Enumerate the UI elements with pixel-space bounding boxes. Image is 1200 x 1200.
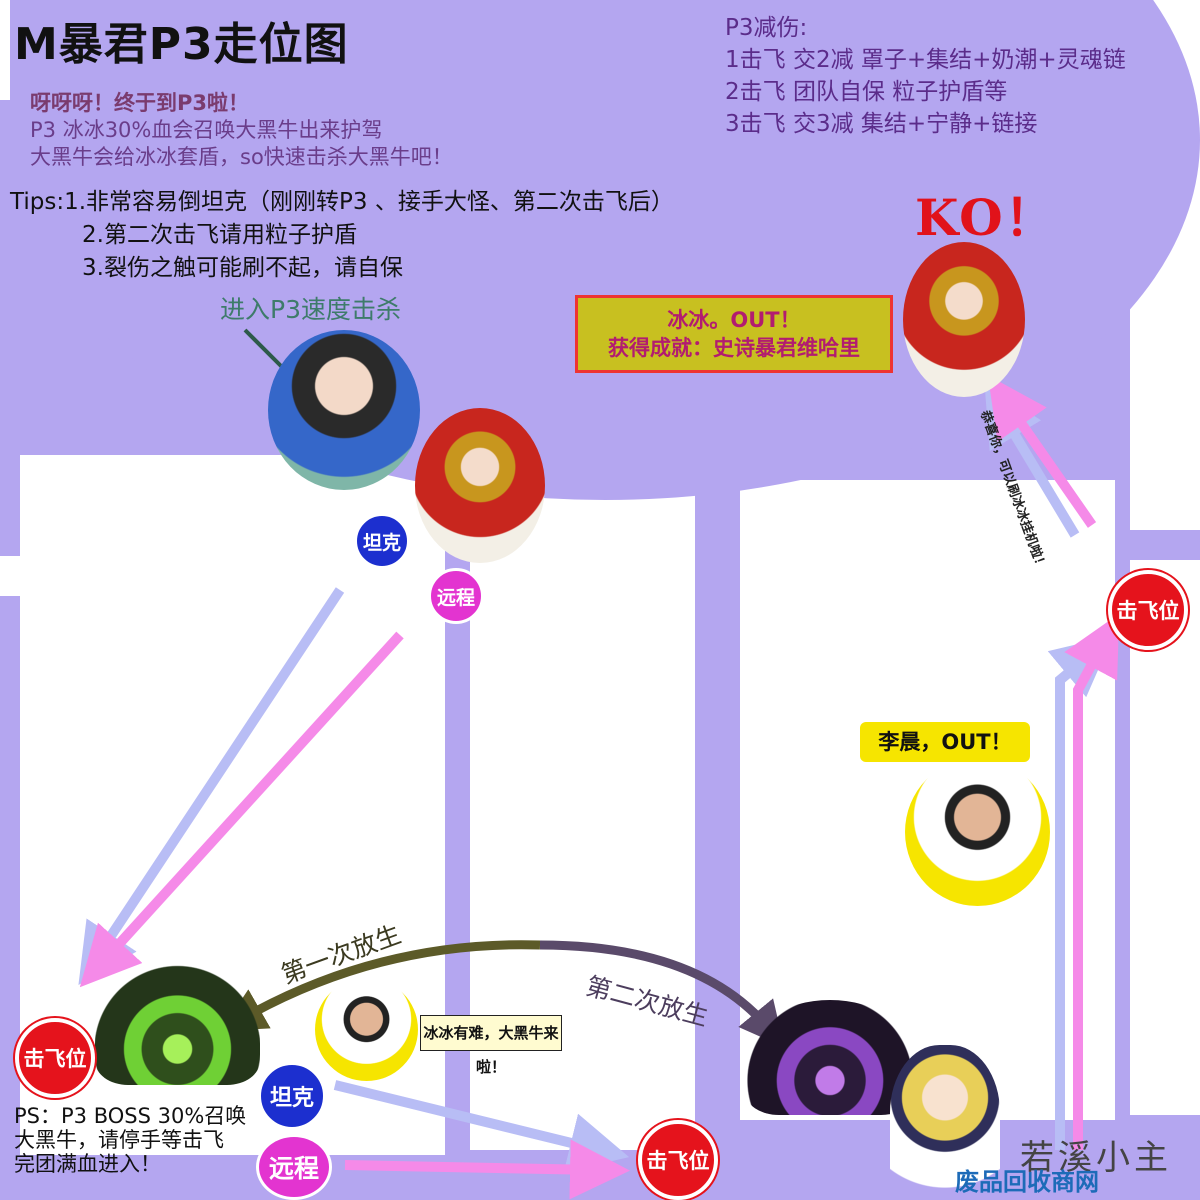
tank-badge-top: 坦克 <box>354 513 410 569</box>
top-left-corner <box>0 0 10 100</box>
intro-line-3: 大黑牛会给冰冰套盾，so快速击杀大黑牛吧！ <box>30 145 453 169</box>
ranged-badge-bottom-label: 远程 <box>268 1154 319 1183</box>
defeat-callout: 冰冰。OUT！ 获得成就：史诗暴君维哈里 <box>575 295 893 373</box>
tank-badge-bottom: 坦克 <box>258 1062 326 1130</box>
signature: 若溪小主 <box>1020 1138 1172 1178</box>
reduction-header: P3减伤: <box>725 15 808 41</box>
green-bull-boss-icon <box>95 965 260 1085</box>
tank-badge-top-label: 坦克 <box>362 531 401 554</box>
enter-p3-label: 进入P3速度击杀 <box>220 295 401 324</box>
lichen-out-label: 李晨，OUT！ <box>860 722 1030 762</box>
ps-line-2: 大黑牛，请停手等击飞 <box>14 1128 224 1152</box>
knockback-badge-bottom: 击飞位 <box>638 1120 718 1200</box>
ps-line-3: 完团满血进入！ <box>14 1152 161 1176</box>
intro-text: 呀呀呀！终于到P3啦！ P3 冰冰30%血会召唤大黑牛出来护驾 大黑牛会给冰冰套… <box>30 90 453 171</box>
tips-line-2: 2.第二次击飞请用粒子护盾 <box>82 222 357 248</box>
intro-line-1: 呀呀呀！终于到P3啦！ <box>30 91 250 115</box>
ps-note: PS：P3 BOSS 30%召唤 大黑牛，请停手等击飞 完团满血进入！ <box>14 1104 246 1176</box>
knockback-badge-left: 击飞位 <box>15 1018 95 1098</box>
tank-girl-portrait <box>268 330 420 490</box>
tips-line-1: Tips:1.非常容易倒坦克（刚刚转P3 、接手大怪、第二次击飞后） <box>10 189 674 215</box>
reduction-list: P3减伤: 1击飞 交2减 罩子+集结+奶潮+灵魂链 2击飞 团队自保 粒子护盾… <box>725 12 1126 140</box>
ps-line-1: PS：P3 BOSS 30%召唤 <box>14 1104 247 1128</box>
tips-line-3: 3.裂伤之触可能刷不起，请自保 <box>82 255 403 281</box>
knockback-badge-right-label: 击飞位 <box>1116 599 1180 623</box>
intro-line-2: P3 冰冰30%血会召唤大黑牛出来护驾 <box>30 118 383 142</box>
knockback-badge-bottom-label: 击飞位 <box>646 1149 710 1173</box>
right-bottom-strip <box>1130 560 1200 1115</box>
callout-line-1: 冰冰。OUT！ <box>667 308 801 332</box>
reduction-line-3: 3击飞 交3减 集结+宁静+链接 <box>725 111 1038 137</box>
lichen-portrait-right <box>905 758 1050 906</box>
ranged-badge-top: 远程 <box>428 568 484 624</box>
reduction-line-1: 1击飞 交2减 罩子+集结+奶潮+灵魂链 <box>725 47 1126 73</box>
tips-text: Tips:1.非常容易倒坦克（刚刚转P3 、接手大怪、第二次击飞后） 2.第二次… <box>10 186 674 285</box>
purple-bull-boss-icon <box>745 1000 915 1115</box>
empress-portrait-right <box>903 242 1025 397</box>
watermark: 废品回收商网 <box>955 1168 1099 1196</box>
lichen-portrait-bottom <box>315 978 418 1081</box>
page-title: M暴君P3走位图 <box>14 19 349 70</box>
pillar-mid <box>695 455 740 1155</box>
speech-bubble: 冰冰有难，大黑牛来啦！ <box>420 1015 562 1076</box>
reduction-line-2: 2击飞 团队自保 粒子护盾等 <box>725 79 1008 105</box>
ranged-badge-top-label: 远程 <box>436 586 475 609</box>
knockback-badge-left-label: 击飞位 <box>23 1047 87 1071</box>
tank-badge-bottom-label: 坦克 <box>269 1086 314 1111</box>
knockback-badge-right: 击飞位 <box>1108 570 1188 650</box>
empress-portrait-left <box>415 408 545 563</box>
arena-top-band <box>10 0 1100 140</box>
callout-line-2: 获得成就：史诗暴君维哈里 <box>608 336 860 360</box>
ko-text: KO！ <box>915 188 1057 247</box>
ranged-badge-bottom: 远程 <box>256 1134 332 1200</box>
anime-girl-icon <box>890 1045 1000 1195</box>
